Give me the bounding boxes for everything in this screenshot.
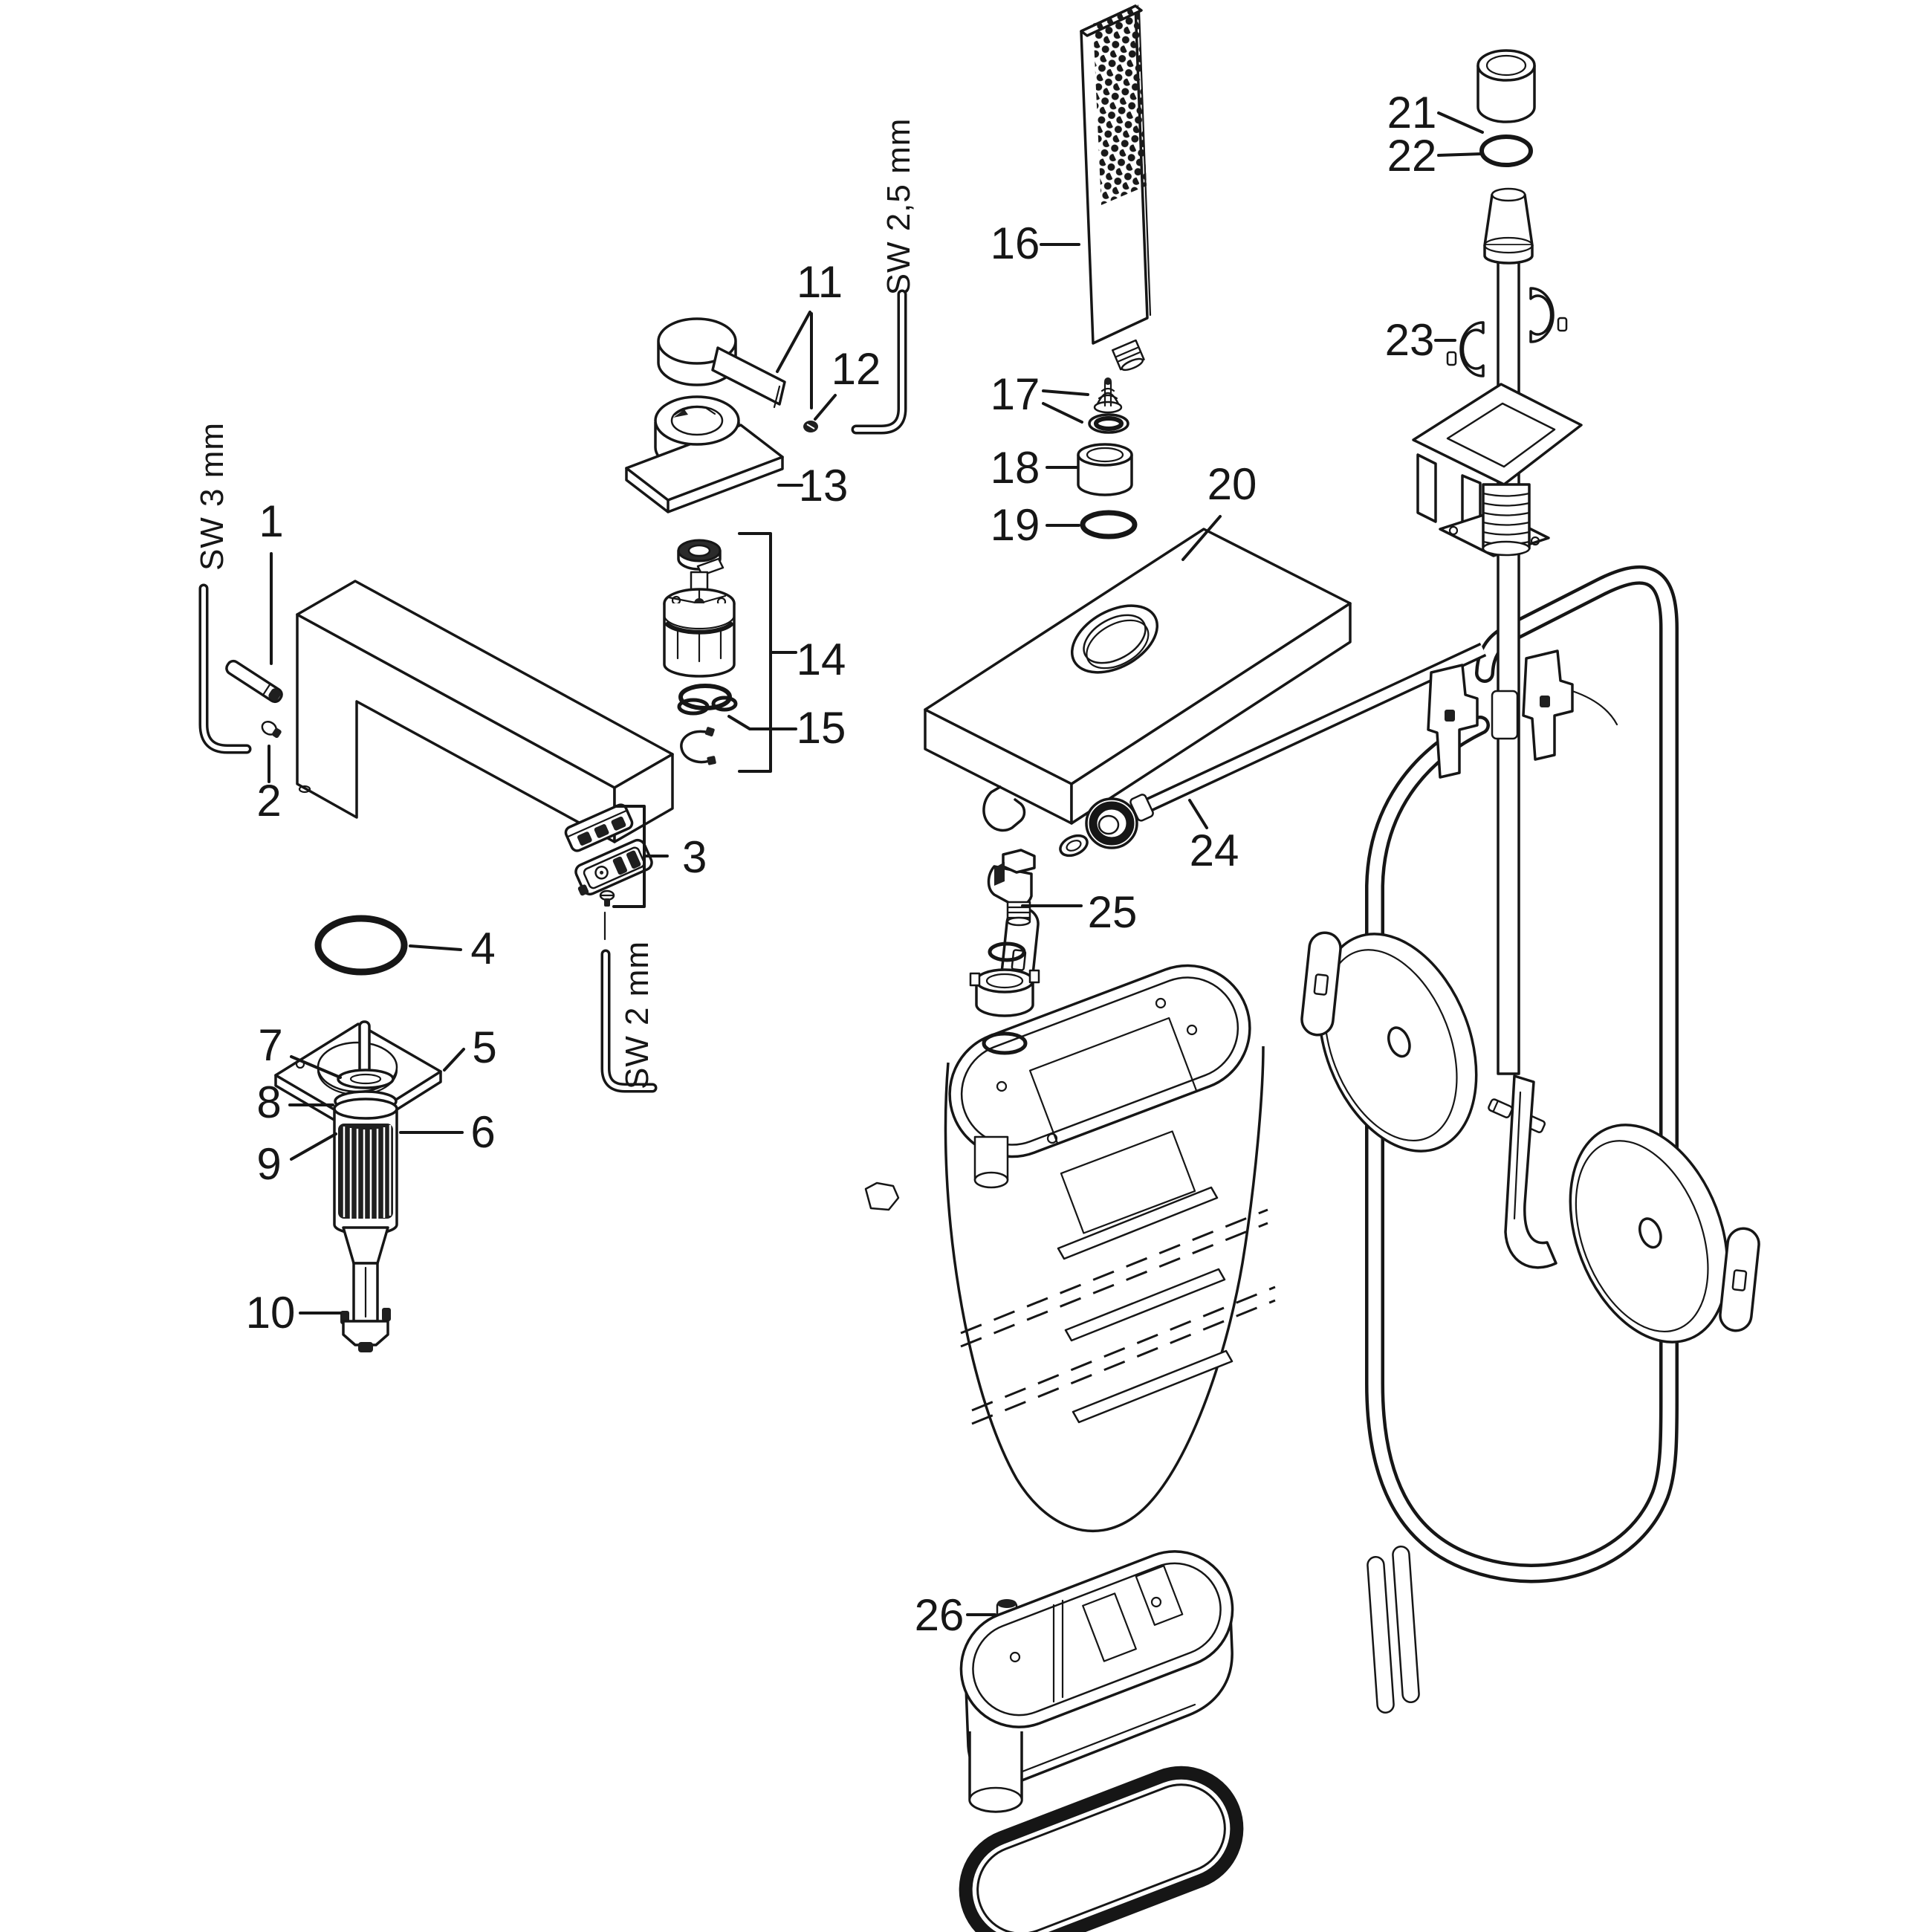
hose-connector [1085, 794, 1154, 849]
part-15-seals [677, 684, 738, 765]
leader-line-20 [1181, 515, 1222, 561]
secuflex-pipe [1497, 259, 1520, 1075]
strip-left [1367, 1555, 1395, 1714]
secuflex-housing [864, 964, 1276, 1533]
part-label-12: 12 [832, 344, 881, 394]
part-label-15: 15 [797, 703, 846, 753]
part-label-5: 5 [472, 1022, 496, 1072]
part-13-escutcheon [625, 395, 784, 513]
sw3-label: SW 3 mm [194, 422, 230, 571]
leader-line-4 [409, 944, 462, 951]
part-17-filter [1088, 377, 1129, 434]
part-label-10: 10 [246, 1288, 296, 1338]
part-10-foot [340, 1308, 391, 1352]
part-label-21: 21 [1387, 88, 1437, 137]
part-18-sleeve [1077, 443, 1133, 496]
oring-a [988, 941, 1026, 962]
part-label-1: 1 [259, 496, 283, 546]
hex-key-sw25: SW 2,5 mm [851, 118, 917, 435]
leader-line-17 [1042, 402, 1083, 424]
part-1-pin [225, 659, 283, 704]
leader-line-7 [290, 1055, 342, 1079]
part-7-stem [358, 1020, 371, 1077]
part-6-10-valve-cartridge [333, 1020, 398, 1352]
leader-line-14 [738, 532, 772, 773]
part-label-2: 2 [256, 776, 281, 826]
hook [1488, 1074, 1557, 1269]
part-label-11: 11 [797, 257, 843, 307]
part-label-20: 20 [1208, 459, 1257, 509]
sw2-label: SW 2 mm [619, 941, 655, 1089]
part-25-stack [969, 785, 1089, 1055]
part-label-14: 14 [797, 635, 846, 684]
pipe-clip-cluster [1427, 649, 1618, 779]
leader-line-17 [1042, 389, 1089, 396]
part-3-aerator [564, 803, 653, 907]
part-11-handle [657, 317, 786, 409]
part-14-cartridge [663, 539, 736, 678]
callouts: 1234567891011121314151617181920212223242… [246, 88, 1484, 1640]
sw25-label: SW 2,5 mm [881, 118, 917, 296]
leader-line-12 [814, 394, 837, 421]
housing-side-nut [864, 1181, 900, 1211]
hex-key-sw3: SW 3 mm [194, 422, 252, 754]
locking-collar [969, 968, 1040, 1017]
part-label-17: 17 [991, 369, 1040, 419]
part-25-elbow [987, 849, 1036, 927]
pill-button-mid [1300, 931, 1342, 1037]
part-label-7: 7 [258, 1020, 282, 1070]
part-3-screw [599, 889, 615, 907]
part-label-26: 26 [915, 1590, 965, 1640]
oring-b [982, 1031, 1028, 1055]
part-22-oring [1479, 134, 1533, 167]
part-16-handshower [1080, 4, 1152, 372]
part-4-oring [314, 915, 408, 976]
part-23-clips [1446, 287, 1568, 377]
part-label-8: 8 [256, 1077, 281, 1127]
part-7-washer [337, 1069, 395, 1089]
part-label-24: 24 [1190, 826, 1239, 875]
part-label-16: 16 [991, 218, 1040, 268]
leader-line-11 [776, 311, 811, 373]
part-24-hose [1085, 642, 1487, 849]
disc-left [1317, 933, 1478, 1153]
strip-right [1392, 1545, 1420, 1704]
part-label-22: 22 [1387, 131, 1437, 181]
leader-line-15 [727, 715, 797, 730]
part-19-oring [1080, 510, 1138, 539]
part-label-4: 4 [470, 924, 495, 973]
part-20-deck-plate [924, 528, 1352, 825]
spray-face [1093, 4, 1147, 205]
spout [296, 580, 674, 843]
hose-loop [1365, 565, 1679, 1583]
part-12-setscrew [803, 421, 818, 432]
part-21-sleeve [1476, 49, 1536, 123]
leader-line-22 [1437, 152, 1484, 157]
housing-inlet-socket [973, 1135, 1009, 1189]
part-label-9: 9 [256, 1139, 281, 1189]
part-label-23: 23 [1385, 315, 1435, 365]
housing-gasket [959, 1766, 1244, 1932]
leader-line-21 [1437, 111, 1484, 134]
part-label-3: 3 [682, 832, 707, 882]
part-label-25: 25 [1088, 887, 1138, 937]
leader-line-24 [1188, 799, 1208, 829]
part-label-19: 19 [991, 500, 1040, 550]
pill-button-right [1719, 1227, 1760, 1332]
part-label-13: 13 [799, 461, 849, 510]
lower-tray [959, 1550, 1234, 1813]
disc-right [1569, 1124, 1729, 1343]
leader-line-5 [443, 1048, 465, 1072]
part-label-18: 18 [991, 443, 1040, 493]
small-washer [1059, 834, 1089, 858]
part-2-setscrew [261, 721, 282, 739]
leader-line-9 [290, 1132, 337, 1161]
part-label-6: 6 [470, 1107, 495, 1157]
threaded-boss [1482, 483, 1531, 557]
hex-key-sw2: SW 2 mm [600, 941, 658, 1093]
spring-clip [982, 785, 1026, 832]
hose-guide-cone [1483, 187, 1534, 265]
